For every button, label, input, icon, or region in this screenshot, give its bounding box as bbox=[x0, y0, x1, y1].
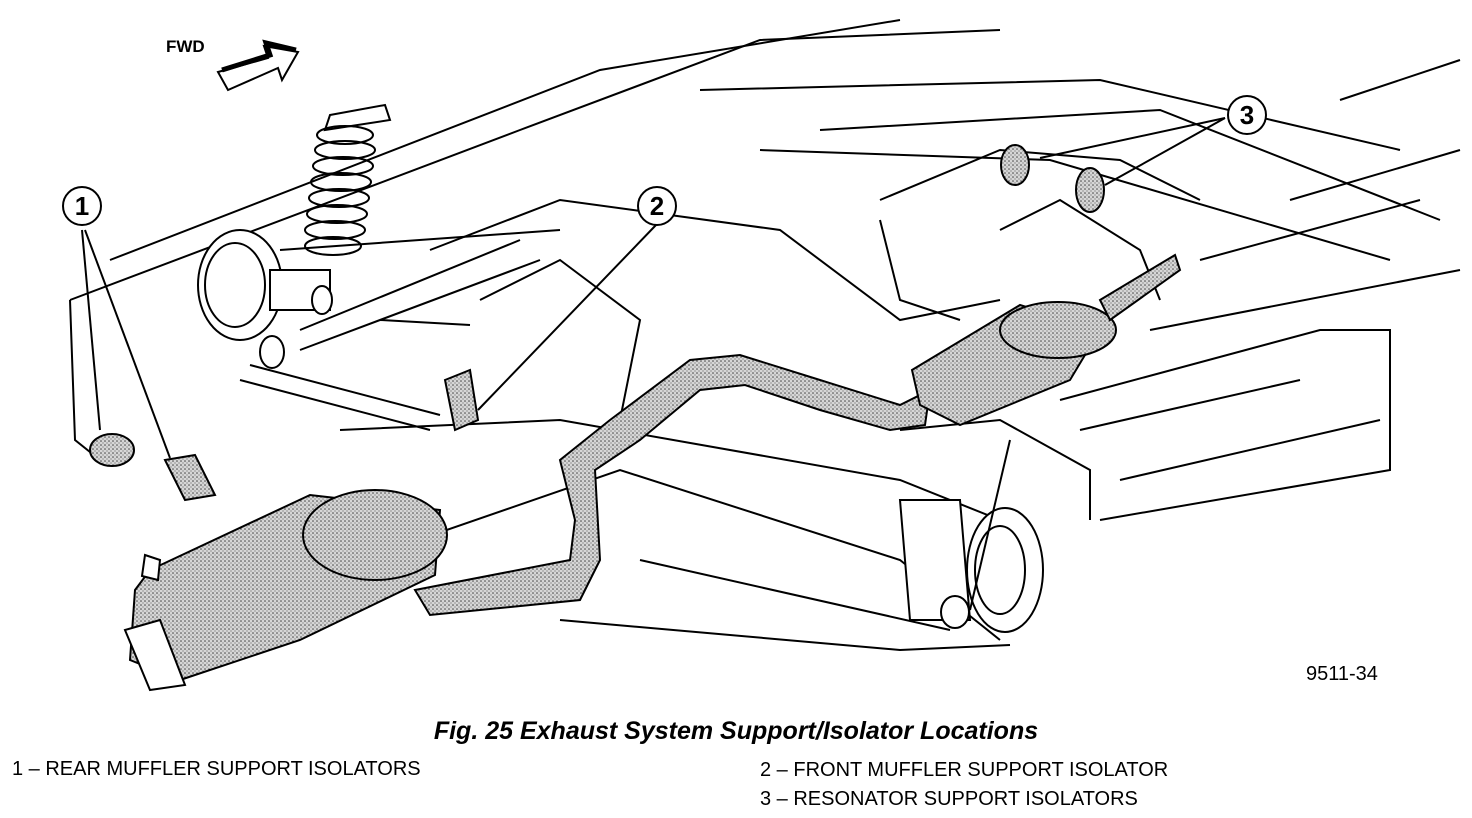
leader-1a bbox=[81, 229, 101, 431]
resonator bbox=[910, 253, 1182, 427]
legend-item-1: 1 – REAR MUFFLER SUPPORT ISOLATORS bbox=[12, 758, 421, 780]
leader-2 bbox=[477, 224, 657, 411]
rear-brake-drum-right bbox=[639, 439, 1044, 633]
resonator-isolator-b bbox=[1075, 167, 1105, 213]
exhaust-pipe bbox=[413, 353, 932, 617]
vehicle-frame bbox=[69, 19, 1461, 652]
rear-muffler bbox=[123, 489, 448, 692]
svg-text:2: 2 bbox=[650, 191, 664, 221]
legend-item-2: 2 – FRONT MUFFLER SUPPORT ISOLATOR bbox=[760, 759, 1169, 781]
svg-text:1: 1 bbox=[75, 191, 89, 221]
rear-brake-drum-left bbox=[197, 229, 331, 341]
leader-1b bbox=[84, 229, 171, 459]
coil-spring bbox=[304, 103, 392, 256]
figure-id: 9511-34 bbox=[1306, 663, 1378, 685]
front-muffler-isolator bbox=[443, 368, 480, 432]
forward-arrow-icon bbox=[216, 39, 300, 92]
callout-1: 1 bbox=[62, 186, 102, 226]
leader-3b bbox=[1104, 117, 1226, 186]
exhaust-diagram: 1 2 3 FWD 9511-34 bbox=[62, 19, 1461, 692]
fwd-label: FWD bbox=[166, 37, 205, 56]
leader-lines bbox=[81, 117, 1226, 459]
rear-axle bbox=[239, 229, 561, 431]
rear-muffler-isolator-b bbox=[163, 453, 217, 502]
resonator-isolator-a bbox=[1000, 144, 1030, 186]
callout-2: 2 bbox=[637, 186, 677, 226]
callout-3: 3 bbox=[1227, 95, 1267, 135]
svg-text:3: 3 bbox=[1240, 100, 1254, 130]
legend-item-3: 3 – RESONATOR SUPPORT ISOLATORS bbox=[760, 788, 1138, 810]
figure-caption: Fig. 25 Exhaust System Support/Isolator … bbox=[433, 717, 1039, 745]
rear-muffler-isolator-a bbox=[89, 433, 135, 467]
leader-3a bbox=[1039, 117, 1226, 159]
